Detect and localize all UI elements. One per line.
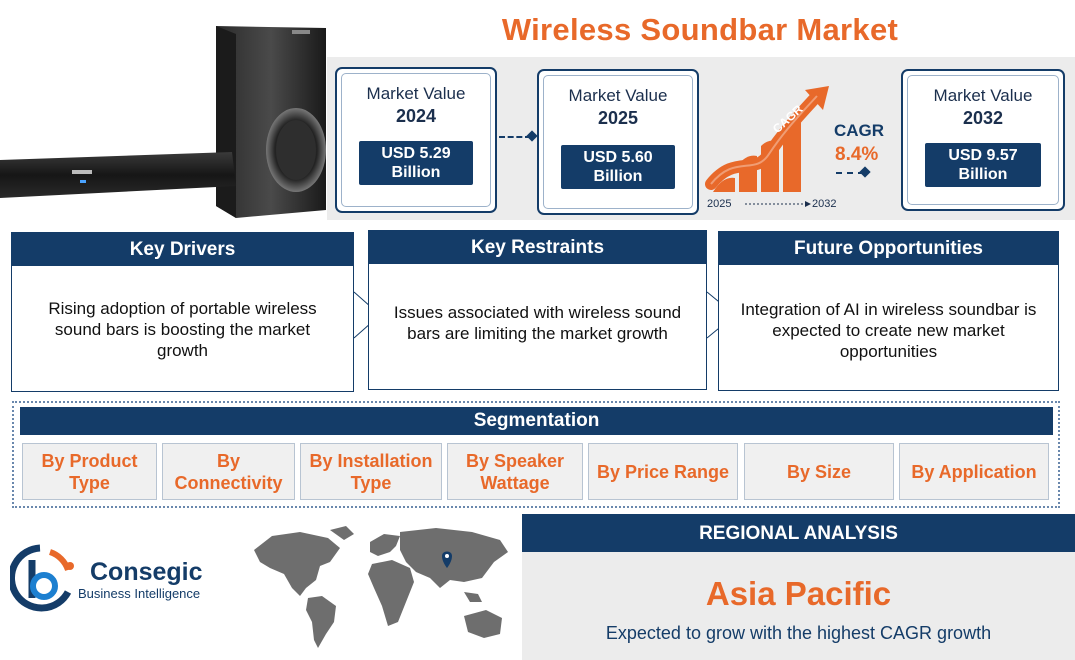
segment-by-connectivity: By Connectivity xyxy=(162,443,295,500)
cagr-end-year: 2032 xyxy=(812,198,837,210)
world-map-icon xyxy=(254,526,508,648)
soundbar-product-image xyxy=(0,26,326,218)
market-value-amount: USD 9.57 Billion xyxy=(925,143,1041,187)
key-drivers-box: Key Drivers Rising adoption of portable … xyxy=(11,232,354,392)
market-value-2032-card: Market Value 2032 USD 9.57 Billion xyxy=(901,69,1065,211)
key-drivers-title: Key Drivers xyxy=(11,232,354,268)
market-value-label: Market Value xyxy=(568,86,668,105)
dashed-connector xyxy=(499,136,531,138)
regional-analysis-title: REGIONAL ANALYSIS xyxy=(522,514,1075,552)
segment-by-application: By Application xyxy=(899,443,1049,500)
key-restraints-text: Issues associated with wireless sound ba… xyxy=(393,303,682,343)
key-restraints-title: Key Restraints xyxy=(368,230,707,266)
market-value-label: Market Value xyxy=(933,86,1033,105)
market-value-year: 2025 xyxy=(597,108,639,128)
market-value-2025-card: Market Value 2025 USD 5.60 Billion xyxy=(537,69,699,215)
market-value-2024-card: Market Value 2024 USD 5.29 Billion xyxy=(335,67,497,213)
region-description: Expected to grow with the highest CAGR g… xyxy=(605,623,992,643)
cagr-value: 8.4% xyxy=(835,144,879,165)
cagr-growth-bars-icon xyxy=(705,86,829,207)
key-restraints-box: Key Restraints Issues associated with wi… xyxy=(368,230,707,390)
segment-by-speaker-wattage: By Speaker Wattage xyxy=(447,443,583,500)
segmentation-frame xyxy=(12,401,1060,508)
market-value-amount: USD 5.60 Billion xyxy=(561,145,675,189)
page-title: Wireless Soundbar Market xyxy=(501,12,899,47)
consegic-logo-icon xyxy=(10,544,74,612)
region-name: Asia Pacific xyxy=(705,575,892,612)
market-value-year: 2024 xyxy=(395,106,437,126)
future-opportunities-text: Integration of AI in wireless soundbar i… xyxy=(740,300,1037,361)
cagr-start-year: 2025 xyxy=(707,198,732,210)
segment-by-size: By Size xyxy=(744,443,894,500)
key-drivers-text: Rising adoption of portable wireless sou… xyxy=(48,299,317,360)
logo-brand: Consegic xyxy=(90,558,203,586)
segmentation-title: Segmentation xyxy=(20,407,1053,435)
segment-by-installation-type: By Installation Type xyxy=(300,443,442,500)
location-pin-icon xyxy=(442,551,452,568)
market-value-year: 2032 xyxy=(962,108,1004,128)
future-opportunities-title: Future Opportunities xyxy=(718,231,1059,267)
segment-by-product-type: By Product Type xyxy=(22,443,157,500)
dashed-connector xyxy=(836,172,864,174)
segment-by-price-range: By Price Range xyxy=(588,443,738,500)
regional-analysis-panel: Asia Pacific Expected to grow with the h… xyxy=(522,552,1075,660)
future-opportunities-box: Future Opportunities Integration of AI i… xyxy=(718,231,1059,391)
consegic-logo: Consegic Business Intelligence xyxy=(10,540,240,620)
logo-tagline: Business Intelligence xyxy=(78,586,201,601)
market-value-amount: USD 5.29 Billion xyxy=(359,141,473,185)
market-value-label: Market Value xyxy=(366,84,466,103)
cagr-label: CAGR xyxy=(834,121,885,140)
